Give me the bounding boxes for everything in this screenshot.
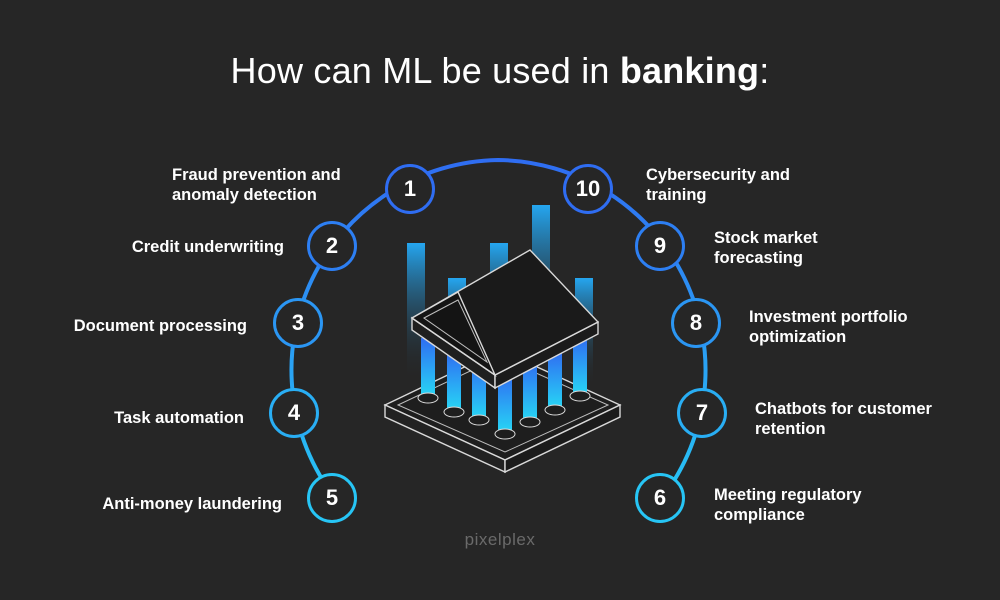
badge-10: 10 xyxy=(563,164,613,214)
arc-path xyxy=(289,157,708,500)
label-8-line2: optimization xyxy=(749,328,847,346)
label-3: Document processing xyxy=(30,316,247,336)
badge-1: 1 xyxy=(385,164,435,214)
label-10-line1: Cybersecurity and xyxy=(646,166,790,184)
badge-4: 4 xyxy=(269,388,319,438)
badge-3: 3 xyxy=(273,298,323,348)
label-9-line1: Stock market xyxy=(714,229,818,247)
label-6: Meeting regulatory compliance xyxy=(714,485,862,525)
title-prefix: How can ML be used in xyxy=(230,50,620,91)
label-2: Credit underwriting xyxy=(80,237,284,257)
label-10-line2: training xyxy=(646,186,707,204)
label-1-line1: Fraud prevention and xyxy=(172,166,341,184)
label-9-line2: forecasting xyxy=(714,249,803,267)
label-7: Chatbots for customer retention xyxy=(755,399,932,439)
bank-building-with-chart-bars-icon xyxy=(383,205,622,474)
label-1-line2: anomaly detection xyxy=(172,186,317,204)
title-suffix: : xyxy=(759,50,770,91)
label-3-line1: Document processing xyxy=(73,317,247,335)
label-7-line2: retention xyxy=(755,420,826,438)
label-2-line1: Credit underwriting xyxy=(131,238,284,256)
label-4: Task automation xyxy=(30,408,244,428)
pixelplex-logo: pixelplex xyxy=(464,530,536,549)
badge-6: 6 xyxy=(635,473,685,523)
badge-7: 7 xyxy=(677,388,727,438)
badge-8: 8 xyxy=(671,298,721,348)
label-6-line1: Meeting regulatory xyxy=(714,486,862,504)
label-5: Anti-money laundering xyxy=(30,494,282,514)
page-title: How can ML be used in banking: xyxy=(0,50,1000,92)
label-8: Investment portfolio optimization xyxy=(749,307,908,347)
badge-5: 5 xyxy=(307,473,357,523)
label-6-line2: compliance xyxy=(714,506,805,524)
badge-9: 9 xyxy=(635,221,685,271)
label-5-line1: Anti-money laundering xyxy=(102,495,282,513)
label-1: Fraud prevention and anomaly detection xyxy=(172,165,341,205)
label-8-line1: Investment portfolio xyxy=(749,308,908,326)
label-9: Stock market forecasting xyxy=(714,228,818,268)
badge-2: 2 xyxy=(307,221,357,271)
title-emphasis: banking xyxy=(619,50,760,91)
label-4-line1: Task automation xyxy=(114,409,244,427)
label-7-line1: Chatbots for customer xyxy=(755,400,932,418)
label-10: Cybersecurity and training xyxy=(646,165,790,205)
